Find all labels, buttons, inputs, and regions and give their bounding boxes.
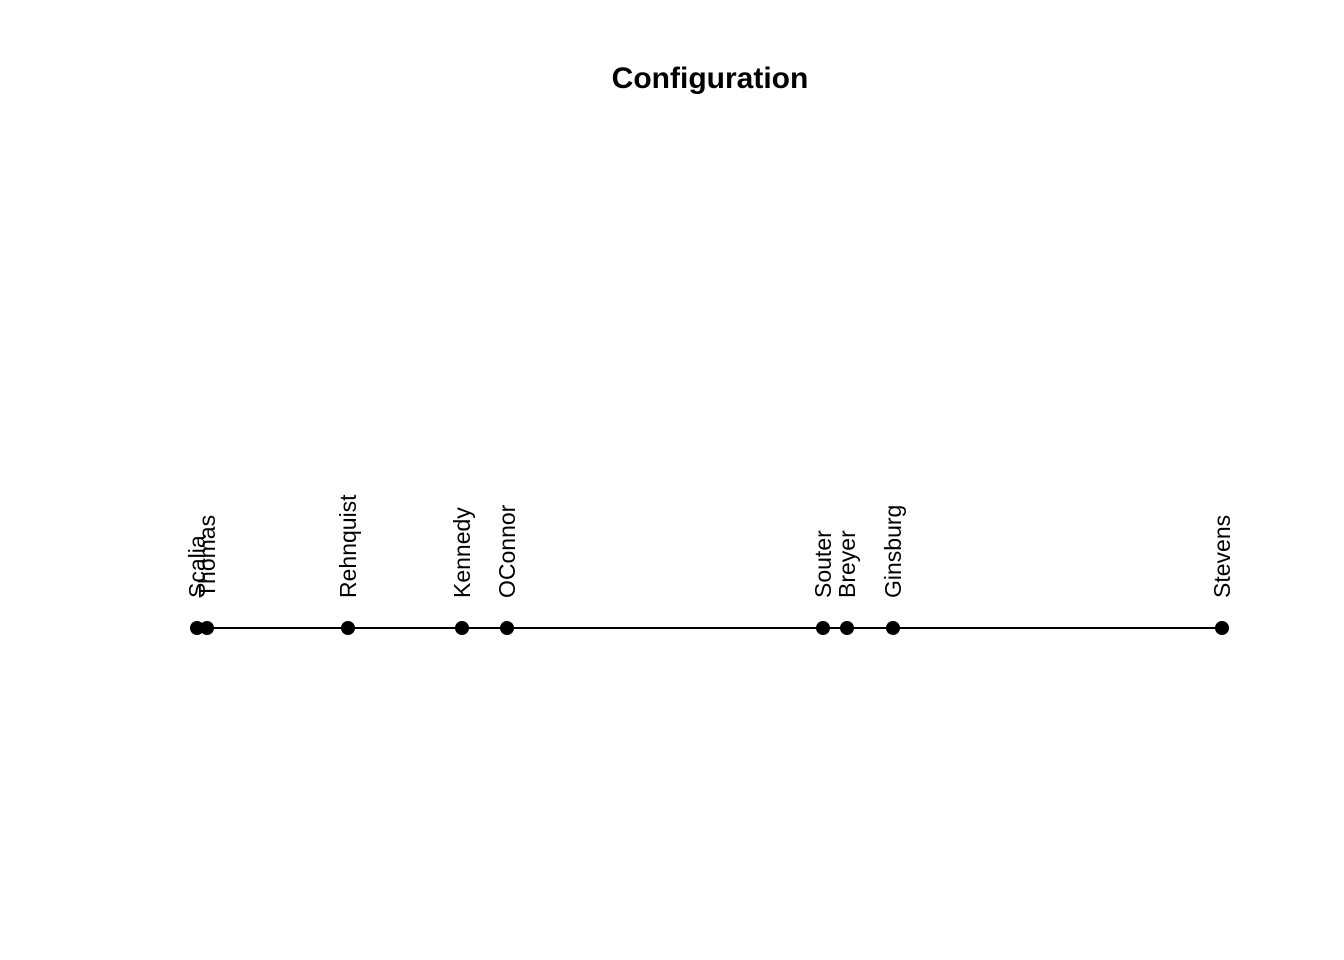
data-point-kennedy bbox=[455, 621, 469, 635]
data-point-stevens bbox=[1215, 621, 1229, 635]
data-point-ginsburg bbox=[886, 621, 901, 635]
point-label-rehnquist: Rehnquist bbox=[334, 494, 361, 598]
data-point-breyer bbox=[839, 621, 854, 635]
point-label-thomas: Thomas bbox=[193, 514, 220, 598]
data-point-oconnor bbox=[500, 621, 515, 635]
chart-title: Configuration bbox=[611, 62, 809, 95]
point-label-oconnor: OConnor bbox=[494, 504, 521, 598]
point-label-ginsburg: Ginsburg bbox=[880, 504, 907, 598]
data-point-thomas bbox=[199, 621, 214, 635]
point-label-stevens: Stevens bbox=[1209, 514, 1235, 598]
configuration-axis-line bbox=[196, 627, 1222, 629]
data-point-rehnquist bbox=[340, 621, 355, 635]
point-label-kennedy: Kennedy bbox=[449, 507, 475, 598]
point-label-breyer: Breyer bbox=[833, 530, 860, 598]
data-point-souter bbox=[816, 621, 831, 635]
point-label-souter: Souter bbox=[810, 530, 837, 598]
